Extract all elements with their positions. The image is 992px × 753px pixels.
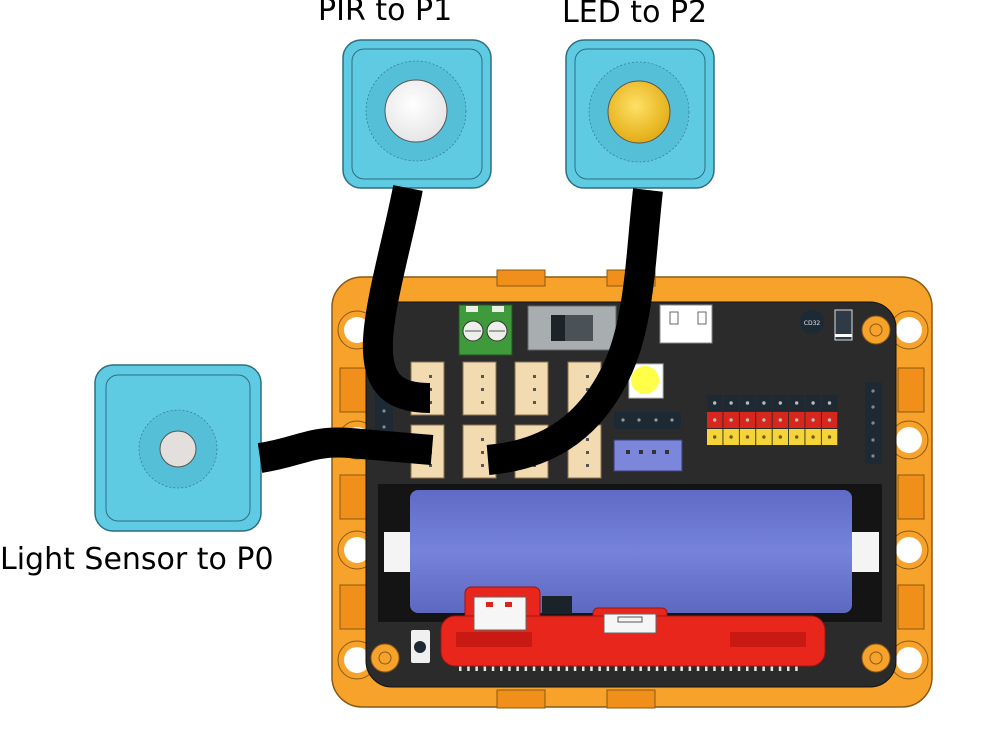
light-sensor-module[interactable] xyxy=(94,364,262,532)
gvs-pin-header xyxy=(707,395,838,445)
chip-label: CD32 xyxy=(804,320,821,327)
frame-hole xyxy=(889,310,929,350)
battery xyxy=(410,490,852,613)
inductor-chip: CD32 xyxy=(800,310,824,334)
mount-screw xyxy=(861,643,891,673)
side-button[interactable] xyxy=(411,630,430,663)
power-terminal-block xyxy=(458,304,513,356)
microbit-usb-port xyxy=(603,613,657,634)
light-sensor-photocell xyxy=(159,430,197,468)
pir-sensor-module[interactable] xyxy=(342,39,492,189)
microbit-case xyxy=(440,586,826,667)
power-switch[interactable] xyxy=(527,305,617,351)
usb-port xyxy=(659,304,713,344)
pir-dome xyxy=(384,79,448,143)
edge-connector-pins xyxy=(459,664,798,671)
purple-connector xyxy=(613,439,683,472)
led-bulb xyxy=(607,80,671,144)
frame-hole xyxy=(889,420,929,460)
i2c-header xyxy=(614,412,681,429)
led-module[interactable] xyxy=(565,39,715,189)
mount-screw xyxy=(370,643,400,673)
led-label: LED to P2 xyxy=(562,0,708,30)
onboard-led xyxy=(628,363,664,399)
sensor-port-connector xyxy=(462,361,497,416)
battery-holder xyxy=(378,484,882,622)
mount-screw xyxy=(861,315,891,345)
diode xyxy=(834,309,853,341)
pir-label: PIR to P1 xyxy=(318,0,453,28)
frame-hole xyxy=(889,640,929,680)
battery-jst-connector xyxy=(473,596,527,631)
light-sensor-label: Light Sensor to P0 xyxy=(0,542,274,577)
light-sensor-cable xyxy=(257,427,434,473)
sensor-port-connector xyxy=(514,361,549,416)
frame-hole xyxy=(889,530,929,570)
right-pin-header xyxy=(865,382,882,464)
pir-cable xyxy=(362,185,431,413)
led-cable xyxy=(486,188,663,475)
